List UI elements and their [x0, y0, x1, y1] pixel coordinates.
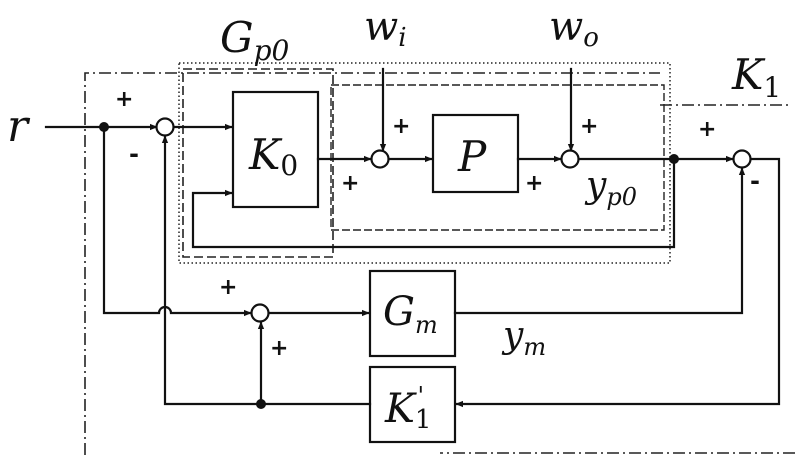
gm-block-label: Gm [383, 289, 438, 339]
gp0-frame [178, 62, 671, 264]
gp0-label: Gp0 [220, 13, 289, 67]
yp0-label: yp0 [584, 165, 637, 211]
signal-lines [44, 67, 781, 408]
sign-plus-error: + [698, 117, 716, 142]
sign-plus-p-out: + [525, 171, 543, 196]
plant-subsystem-frame [330, 84, 665, 231]
gm-block [368, 269, 457, 358]
wo-label: wo [549, 4, 599, 53]
sign-plus-wi: + [392, 114, 410, 139]
sum-junction-error [732, 149, 752, 169]
wi-label: wi [364, 4, 407, 53]
sum-junction-output-disturbance [560, 149, 580, 169]
sign-plus-ref-top: + [115, 87, 133, 112]
sign-plus-model-bottom: + [270, 336, 288, 361]
ym-label: ym [501, 315, 546, 361]
sum-junction-input-disturbance [370, 149, 390, 169]
outer-k1-frame [84, 72, 660, 455]
outer-k1-frame-right [440, 104, 795, 454]
sign-minus-ref-bottom: - [129, 140, 139, 168]
p-block-label: P [457, 132, 487, 181]
branch-dot-reference [99, 122, 109, 132]
sign-plus-wo: + [580, 114, 598, 139]
sum-junction-model [250, 303, 270, 323]
p-block [431, 113, 520, 194]
sign-plus-k0-out: + [341, 171, 359, 196]
k1-label: K1 [731, 50, 781, 104]
sum-junction-reference [155, 117, 175, 137]
k1-prime-block-label: K1' [384, 382, 431, 435]
k0-block [231, 90, 320, 209]
branch-dot-output [669, 154, 679, 164]
sign-plus-model-left: + [219, 275, 237, 300]
k1-prime-block [368, 365, 457, 444]
reference-label: r [7, 101, 31, 152]
sign-minus-error: - [750, 167, 760, 195]
branch-dot-feedback [256, 399, 266, 409]
k0-block-label: K0 [248, 130, 298, 182]
